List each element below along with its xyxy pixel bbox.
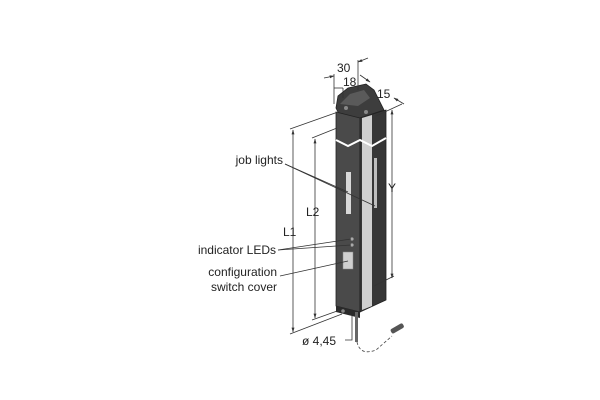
dim-30: 30 [337,61,351,75]
dim-l1: L1 [283,225,297,239]
mounting-hole-icon [344,106,348,110]
dim-cable-diameter: ø 4,45 [302,334,336,348]
sensor-body [335,83,404,353]
dim-l2: L2 [306,205,320,219]
callout-job-lights: job lights [235,153,283,167]
indicator-led-icon [350,237,354,241]
callouts [277,163,376,277]
connector-icon [390,323,404,334]
callout-indicator-leds: indicator LEDs [198,243,276,257]
config-switch-cover [342,251,354,270]
dim-15: 15 [377,87,391,101]
dim-18: 18 [343,75,357,89]
indicator-led-icon [350,243,354,247]
callout-config-line1: configuration [208,265,277,279]
job-light-front [346,172,351,214]
job-light-side [374,158,377,208]
callout-config-line2: switch cover [211,280,277,294]
cable [355,312,358,342]
dimension-lines [289,57,405,341]
dim-y: Y [388,181,396,195]
